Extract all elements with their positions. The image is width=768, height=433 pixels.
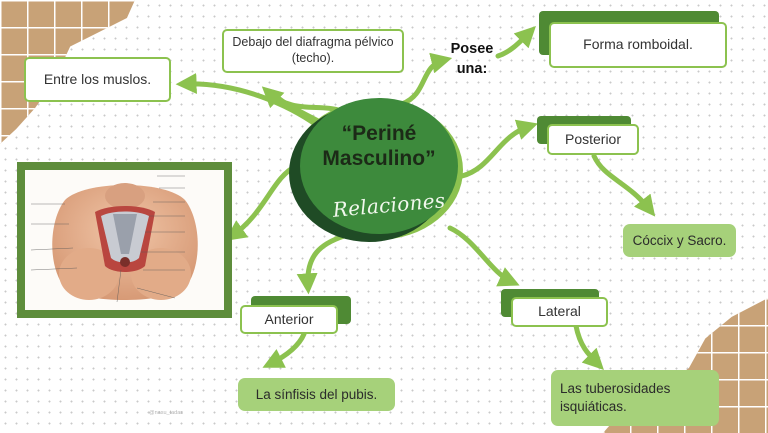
perineum-illustration xyxy=(30,175,198,303)
arrow-to-thighs xyxy=(175,73,321,129)
node-lateral: Lateral xyxy=(511,297,608,327)
node-diaphragm-line-2: (techo). xyxy=(291,51,335,65)
node-lateral-detail-line-2: isquiáticas. xyxy=(560,399,627,414)
arrow-to-lateral xyxy=(447,225,520,287)
arrow-lateral-to-detail xyxy=(573,323,604,370)
node-posterior-label: Posterior xyxy=(564,130,622,147)
node-diaphragm: Debajo del diafragma pélvico (techo). xyxy=(222,29,404,73)
node-shape: Forma romboidal. xyxy=(549,22,727,68)
node-thighs-label: Entre los muslos. xyxy=(43,70,152,87)
posee-label: Posee una: xyxy=(446,40,498,79)
posee-line-1: Posee xyxy=(450,41,494,57)
arrow-to-figure xyxy=(225,163,299,241)
node-anterior: Anterior xyxy=(240,305,338,334)
anatomy-figure-frame xyxy=(17,162,232,318)
node-lateral-label: Lateral xyxy=(538,303,581,320)
node-posterior: Posterior xyxy=(547,124,639,155)
arrow-to-posterior xyxy=(459,119,539,179)
node-lateral-detail-line-1: Las tuberosidades xyxy=(560,381,671,397)
arrow-to-posee xyxy=(399,52,453,107)
posee-line-2: una: xyxy=(456,60,488,77)
anatomy-figure xyxy=(25,170,224,310)
central-title-line-1: “Periné xyxy=(341,122,417,145)
node-thighs: Entre los muslos. xyxy=(24,57,171,102)
central-node xyxy=(300,98,458,234)
node-posterior-detail-label: Cóccix y Sacro. xyxy=(632,232,727,248)
arrow-to-anterior xyxy=(296,233,347,295)
node-diaphragm-line-1: Debajo del diafragma pélvico xyxy=(232,35,394,50)
image-credit: @nasu_tadas xyxy=(149,410,184,416)
central-node-title: “Periné Masculino” xyxy=(300,122,458,172)
arrow-anterior-to-detail xyxy=(262,331,307,368)
arrow-posterior-to-detail xyxy=(591,153,656,217)
node-anterior-detail-label: La sínfisis del pubis. xyxy=(255,386,378,402)
node-anterior-detail: La sínfisis del pubis. xyxy=(238,378,395,411)
arrow-posee-to-shape xyxy=(495,26,536,59)
node-posterior-detail: Cóccix y Sacro. xyxy=(623,224,736,257)
central-title-line-2: Masculino” xyxy=(322,146,436,170)
node-anterior-label: Anterior xyxy=(264,310,314,327)
node-lateral-detail: Las tuberosidades isquiáticas. xyxy=(551,370,719,426)
node-shape-label: Forma romboidal. xyxy=(583,36,693,53)
